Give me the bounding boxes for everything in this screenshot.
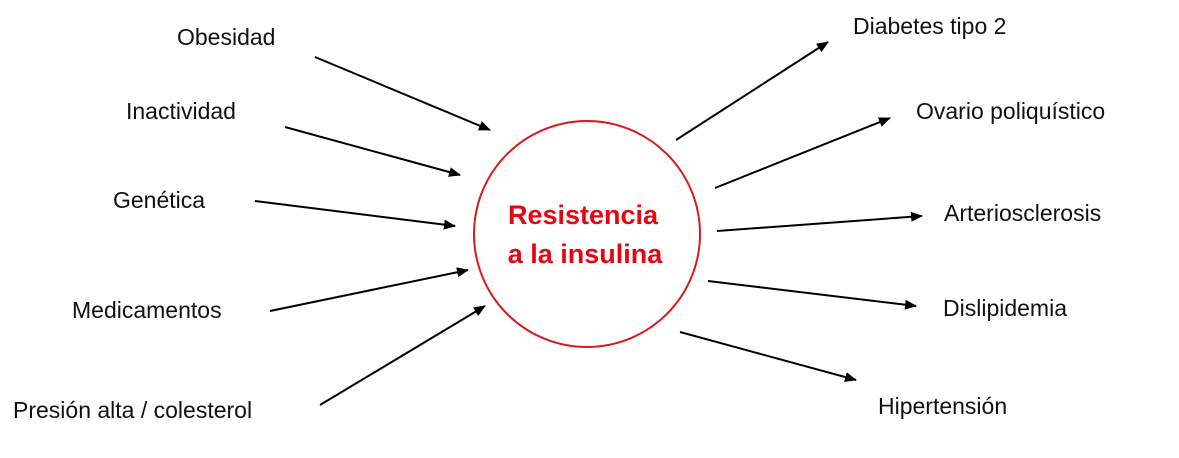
cause-label-medicamentos: Medicamentos [72, 297, 222, 323]
consequence-label-hipertension: Hipertensión [878, 393, 1007, 419]
cause-label-presion: Presión alta / colesterol [13, 397, 252, 423]
arrow-dislipidemia [707, 280, 917, 310]
arrow-inactividad [284, 126, 461, 177]
consequence-label-diabetes: Diabetes tipo 2 [853, 13, 1006, 39]
consequence-label-dislipidemia: Dislipidemia [943, 295, 1067, 321]
arrow-genetica [254, 200, 456, 230]
consequence-label-arteriosclerosis: Arteriosclerosis [944, 200, 1101, 226]
arrow-medicamentos [269, 267, 469, 312]
arrow-presion [319, 305, 486, 406]
center-label-line1: Resistencia [508, 200, 659, 230]
cause-label-genetica: Genética [113, 187, 205, 213]
center-label-line2: a la insulina [508, 239, 664, 269]
cause-label-inactividad: Inactividad [126, 98, 236, 124]
arrow-arteriosclerosis [716, 211, 923, 232]
consequence-label-ovario: Ovario poliquístico [916, 98, 1105, 124]
arrow-hipertension [679, 331, 857, 382]
center-circle [473, 120, 701, 348]
cause-label-obesidad: Obesidad [177, 24, 275, 50]
arrow-ovario [714, 117, 891, 189]
arrow-diabetes [675, 41, 829, 141]
arrow-obesidad [314, 56, 491, 131]
